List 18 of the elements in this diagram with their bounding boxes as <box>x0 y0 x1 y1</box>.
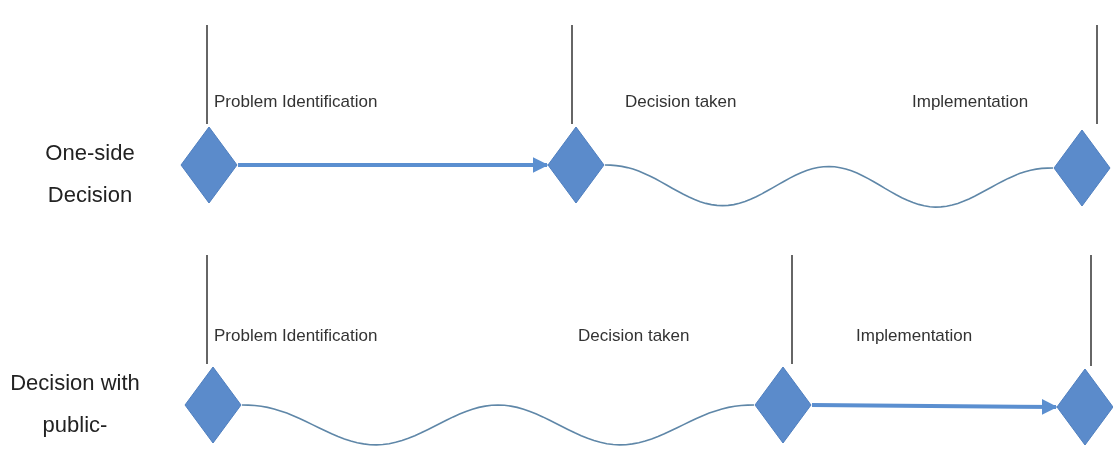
milestone-diamond <box>547 126 605 204</box>
milestone-diamond <box>754 366 812 444</box>
wavy-line <box>604 164 1054 208</box>
milestone-diamond <box>1056 368 1113 446</box>
milestone-diamond <box>180 126 238 204</box>
phase-label: Decision taken <box>625 91 737 113</box>
wavy-line <box>241 404 755 446</box>
milestone-diamond <box>184 366 242 444</box>
phase-label: Problem Identification <box>214 325 378 347</box>
phase-label: Implementation <box>856 325 973 347</box>
arrow <box>812 398 1058 415</box>
row-label: Decision with public- <box>9 369 141 439</box>
phase-label: Problem Identification <box>214 91 378 113</box>
arrow <box>238 157 549 173</box>
phase-label: Decision taken <box>578 325 690 347</box>
row-label: One-side Decision <box>44 139 136 209</box>
milestone-diamond <box>1053 129 1111 207</box>
phase-label: Implementation <box>912 91 1029 113</box>
